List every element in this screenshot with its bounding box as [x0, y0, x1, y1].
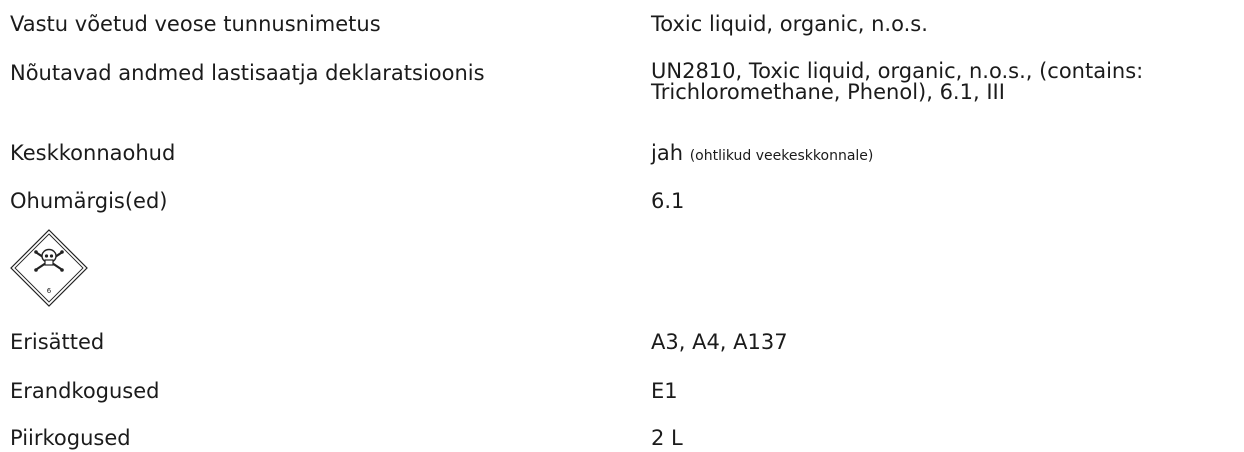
label-hazard-labels: Ohumärgis(ed) [10, 189, 168, 213]
label-environmental-hazards: Keskkonnaohud [10, 141, 176, 165]
value-shipper-declaration-line2: Trichloromethane, Phenol), 6.1, III [651, 80, 1005, 104]
label-shipper-declaration: Nõutavad andmed lastisaatja deklaratsioo… [10, 61, 485, 85]
value-special-provisions: A3, A4, A137 [651, 330, 788, 354]
toxic-skull-crossbones-icon: 6 [10, 229, 88, 307]
label-limited-quantities: Piirkogused [10, 426, 131, 450]
label-excepted-quantities: Erandkogused [10, 379, 160, 403]
value-environmental-hazards: jah (ohtlikud veekeskkonnale) [651, 141, 1241, 168]
value-shipping-name: Toxic liquid, organic, n.o.s. [651, 12, 928, 36]
environmental-hazard-note: (ohtlikud veekeskkonnale) [689, 148, 874, 164]
value-shipper-declaration-line1: UN2810, Toxic liquid, organic, n.o.s., (… [651, 59, 1144, 83]
label-shipping-name: Vastu võetud veose tunnusnimetus [10, 12, 381, 36]
placard-class-number: 6 [47, 287, 52, 295]
environmental-hazard-answer: jah [651, 141, 684, 165]
value-excepted-quantities: E1 [651, 379, 678, 403]
label-special-provisions: Erisätted [10, 330, 105, 354]
value-shipper-declaration: UN2810, Toxic liquid, organic, n.o.s., (… [651, 61, 1241, 103]
value-limited-quantities: 2 L [651, 426, 683, 450]
value-hazard-labels: 6.1 [651, 189, 685, 213]
